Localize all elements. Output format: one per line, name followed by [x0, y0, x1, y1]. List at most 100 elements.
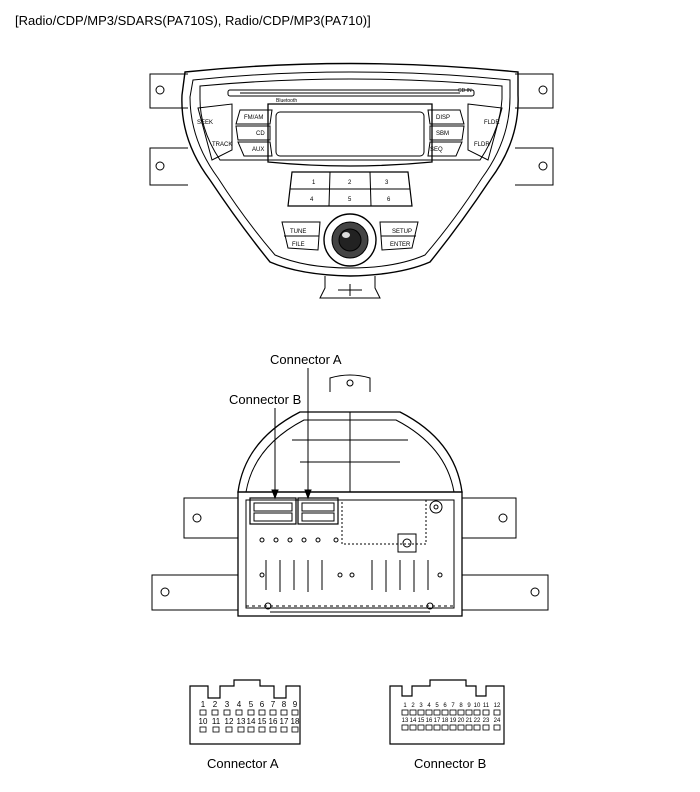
connector-a-top-pin-socket: [269, 709, 277, 716]
connector-a-top-pin-label: 7: [271, 700, 276, 709]
connector-b-top-pin-label: 5: [435, 703, 439, 709]
connector-a-top-pin-socket: [258, 709, 266, 716]
connector-b-top-pin-socket: [449, 709, 457, 716]
connector-a-top-pin-socket: [235, 709, 243, 716]
connector-a-bottom-pin-socket: [247, 726, 255, 733]
connector-b-top-pin-socket: [425, 709, 433, 716]
connector-b-bottom-pin-socket: [409, 724, 417, 731]
connector-b-top-pin-label: 2: [411, 703, 415, 709]
file-label: FILE: [292, 242, 305, 248]
connector-b-top-pin-socket: [401, 709, 409, 716]
connector-b-top-pin-label: 12: [494, 703, 501, 709]
connector-a-top-pin-socket: [211, 709, 219, 716]
connector-b-bottom-pin-label: 17: [434, 718, 441, 724]
connector-b-top-pin-label: 1: [403, 703, 407, 709]
preset-1: 1: [312, 180, 316, 186]
connector-b-bottom-pin-socket: [473, 724, 481, 731]
fldr-up-label: FLDR: [484, 120, 500, 126]
connector-b-bottom-pin-label: 15: [418, 718, 425, 724]
connector-b-bottom-pin-label: 23: [483, 718, 490, 724]
connector-b-top-pin-label: 7: [451, 703, 455, 709]
connector-b-bottom-pin-socket: [465, 724, 473, 731]
connector-a-top-pin-label: 6: [260, 700, 265, 709]
connector-b-bottom-pin-socket: [401, 724, 409, 731]
connector-a-bottom-pin-label: 15: [258, 717, 267, 726]
connector-a-bottom-pin-label: 11: [212, 717, 221, 726]
connector-b-top-pin-label: 11: [483, 703, 490, 709]
preset-6: 6: [387, 197, 391, 203]
connector-a-caption: Connector A: [207, 756, 279, 771]
connector-a-top-pin-label: 5: [249, 700, 254, 709]
connector-b-outline: [389, 679, 505, 745]
connector-a-top-pin-socket: [291, 709, 299, 716]
connector-b-bottom-pin-label: 20: [458, 718, 465, 724]
connector-a-bottom-pin-socket: [291, 726, 299, 733]
connector-a-bottom-pin-label: 16: [269, 717, 278, 726]
connector-b-top-pin-socket: [493, 709, 501, 716]
connector-a-top-pin-socket: [223, 709, 231, 716]
connector-b-top-pin-label: 8: [459, 703, 463, 709]
connector-b-bottom-pin-socket: [441, 724, 449, 731]
connector-b-top-pin-label: 4: [427, 703, 431, 709]
connector-a-top-pin-label: 9: [293, 700, 298, 709]
connector-b-top-pin-socket: [417, 709, 425, 716]
connector-b-callout: Connector B: [229, 392, 301, 407]
connector-a-top-pin-socket: [280, 709, 288, 716]
track-label: TRACK: [212, 142, 232, 148]
connector-b-top-pin-label: 9: [467, 703, 471, 709]
connector-b-bottom-pin-socket: [482, 724, 490, 731]
connector-a-bottom-pin-socket: [212, 726, 220, 733]
connector-b-bottom-pin-label: 16: [426, 718, 433, 724]
fldr-down-label: FLDR: [474, 142, 490, 148]
connector-a-bottom-pin-socket: [269, 726, 277, 733]
connector-a-bottom-pin-socket: [199, 726, 207, 733]
connector-a-top-pin-socket: [199, 709, 207, 716]
preset-2: 2: [348, 180, 352, 186]
connector-b-caption: Connector B: [414, 756, 486, 771]
connector-a-bottom-pin-label: 13: [237, 717, 246, 726]
seq-label: SEQ: [430, 147, 443, 153]
connector-a-bottom-pin-socket: [237, 726, 245, 733]
connector-a-top-pin-label: 1: [201, 700, 206, 709]
preset-3: 3: [385, 180, 389, 186]
preset-5: 5: [348, 197, 352, 203]
connector-a-bottom-pin-label: 17: [280, 717, 289, 726]
connector-a-top-pin-label: 3: [225, 700, 230, 709]
connector-a-outline: [189, 679, 301, 745]
connector-a-bottom-pin-socket: [280, 726, 288, 733]
connector-b-bottom-pin-socket: [425, 724, 433, 731]
connector-a-bottom-pin-label: 12: [225, 717, 234, 726]
connector-b-top-pin-socket: [433, 709, 441, 716]
connector-a-top-pin-label: 8: [282, 700, 287, 709]
connector-a-bottom-pin-label: 10: [199, 717, 208, 726]
connector-b-bottom-pin-socket: [493, 724, 501, 731]
connector-a-bottom-pin-socket: [258, 726, 266, 733]
connector-b-bottom-pin-label: 21: [466, 718, 473, 724]
connector-b-top-pin-socket: [441, 709, 449, 716]
radio-front-panel: [149, 62, 554, 299]
connector-b-top-pin-label: 3: [419, 703, 423, 709]
seek-label: SEEK: [197, 120, 213, 126]
fm-am-label: FM/AM: [244, 115, 263, 121]
tune-label: TUNE: [290, 229, 306, 235]
connector-b-top-pin-socket: [457, 709, 465, 716]
disc-label: CD IN: [458, 88, 472, 94]
connector-b-top-pin-socket: [473, 709, 481, 716]
connector-b-bottom-pin-label: 18: [442, 718, 449, 724]
connector-a-bottom-pin-socket: [225, 726, 233, 733]
connector-b-bottom-pin-label: 14: [410, 718, 417, 724]
aux-label: AUX: [252, 147, 264, 153]
connector-b-bottom-pin-label: 24: [494, 718, 501, 724]
cd-label: CD: [256, 131, 265, 137]
connector-b-top-pin-socket: [482, 709, 490, 716]
connector-b-top-pin-label: 6: [443, 703, 447, 709]
connector-b-bottom-pin-label: 19: [450, 718, 457, 724]
disp-label: DISP: [436, 115, 450, 121]
connector-b-bottom-pin-socket: [457, 724, 465, 731]
setup-label: SETUP: [392, 229, 412, 235]
bluetooth-label: Bluetooth: [276, 98, 297, 104]
connector-a-callout: Connector A: [270, 352, 342, 367]
connector-a-bottom-pin-label: 18: [291, 717, 300, 726]
